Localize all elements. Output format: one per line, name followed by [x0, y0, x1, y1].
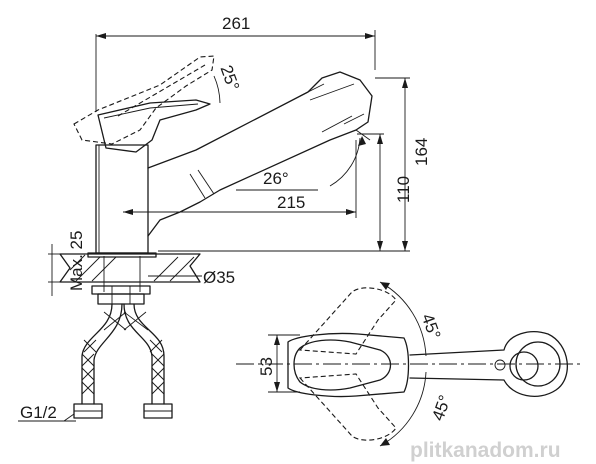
- total-length-label: 261: [222, 14, 250, 33]
- lever-handle: [97, 99, 211, 153]
- dimension-total-length: 261: [95, 14, 376, 112]
- dimension-base-width: 53: [257, 334, 300, 393]
- connection-label: G1/2: [20, 403, 57, 422]
- total-height-label: 164: [412, 138, 431, 166]
- mounting-nut: [91, 285, 151, 305]
- faucet-body: [87, 144, 157, 258]
- dimension-spout-reach: 215: [123, 140, 357, 218]
- rotation-upper-label: 45°: [418, 311, 445, 342]
- dimension-hole-diameter: Ø35: [148, 268, 235, 287]
- hole-diameter-label: Ø35: [203, 268, 235, 287]
- watermark: plitkanadom.ru: [410, 439, 561, 462]
- flexible-hoses: [73, 303, 173, 419]
- spout-height-label: 110: [394, 176, 413, 203]
- dimension-heights: 110 164: [158, 77, 431, 252]
- connection-callout: G1/2: [18, 403, 76, 422]
- rotation-lower-label: 45°: [428, 393, 455, 424]
- spout-angle-label: 26°: [263, 169, 289, 188]
- lever-angle-dim: 25°: [213, 63, 243, 104]
- dimension-max-thickness: Max. 25: [48, 231, 86, 296]
- side-view: 261 25°: [18, 14, 431, 422]
- spout-angle-dim: 26°: [236, 136, 366, 191]
- lever-angle-label: 25°: [216, 63, 243, 94]
- base-width-label: 53: [257, 357, 276, 376]
- spout-reach-label: 215: [277, 193, 305, 212]
- top-body: [287, 332, 410, 398]
- lever-handle-raised: [73, 55, 215, 145]
- max-thickness-label: Max. 25: [67, 231, 86, 291]
- top-handle-rotations: [298, 287, 397, 441]
- pull-out-spout: [147, 71, 373, 237]
- top-view: 45° 45° 53: [236, 281, 580, 447]
